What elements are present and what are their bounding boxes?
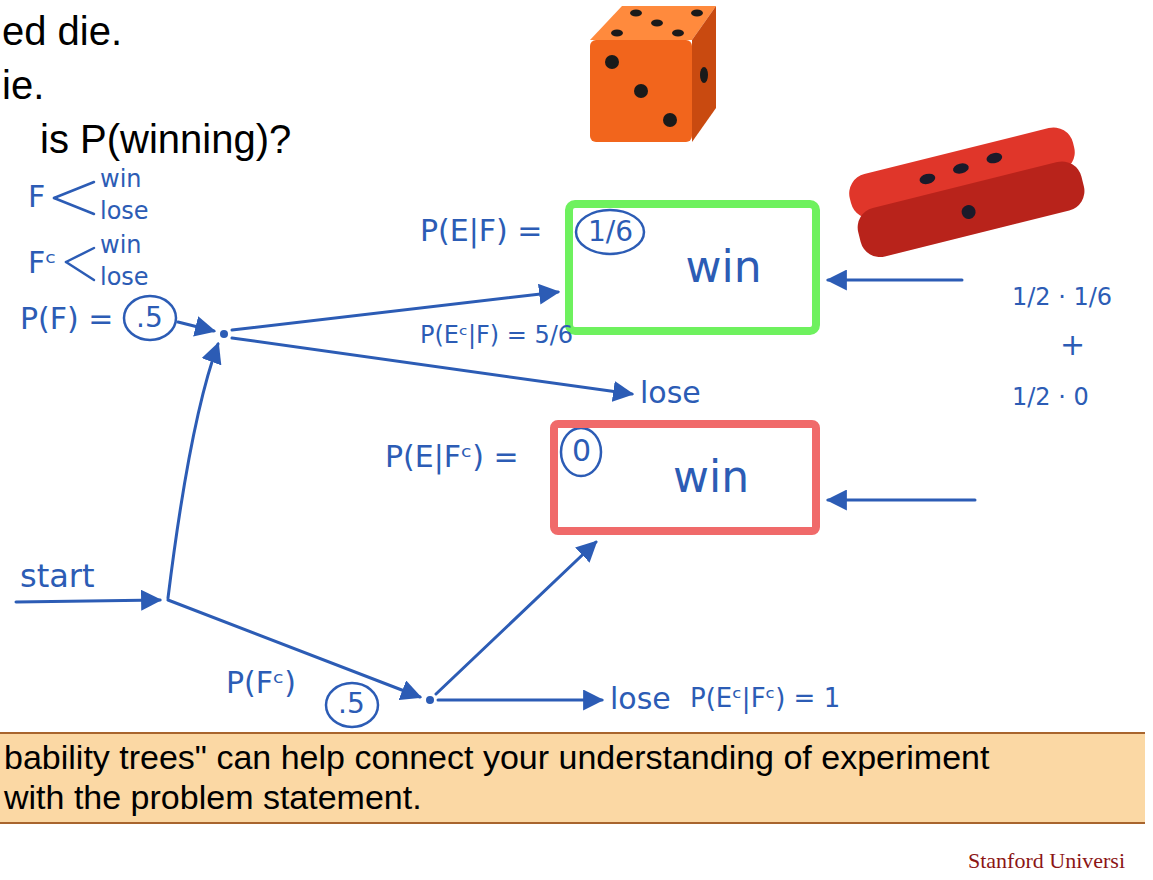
value-circle bbox=[326, 683, 378, 727]
formula-note: + bbox=[1060, 328, 1085, 363]
formula-note: 1/2 · 0 bbox=[1012, 384, 1089, 412]
probability-note: P(E|Fᶜ) = bbox=[385, 440, 519, 475]
value-circle bbox=[576, 210, 644, 254]
outcome-note: lose bbox=[100, 198, 149, 226]
event-name: F bbox=[28, 180, 45, 215]
die-face bbox=[590, 40, 692, 142]
node-text: win bbox=[685, 242, 761, 293]
die-face bbox=[853, 157, 1088, 261]
probability-note: P(F) = bbox=[20, 302, 113, 337]
tree-branch bbox=[436, 542, 596, 694]
probability-note: P(Eᶜ|F) = 5/6 bbox=[420, 322, 573, 350]
slide-text: ed die. bbox=[2, 8, 122, 54]
node-text: bability trees" can help connect your un… bbox=[4, 737, 994, 817]
die-pip bbox=[630, 10, 642, 17]
die-pip bbox=[611, 30, 623, 37]
tree-branch bbox=[178, 322, 214, 331]
die-pip bbox=[700, 67, 708, 83]
die-pip bbox=[691, 10, 703, 17]
tree-dot bbox=[426, 696, 434, 704]
event-name: Fᶜ bbox=[28, 246, 56, 281]
outcome-note: lose bbox=[100, 264, 149, 292]
branch-mark bbox=[66, 262, 94, 280]
slide-text: ie. bbox=[2, 62, 44, 108]
outcome-note: lose bbox=[610, 682, 671, 717]
red-die bbox=[845, 123, 1089, 261]
value-circle bbox=[124, 296, 176, 340]
probability-value: .5 bbox=[136, 302, 163, 334]
tree-dot bbox=[220, 330, 228, 338]
probability-value: .5 bbox=[338, 688, 365, 720]
orange-die bbox=[590, 6, 716, 142]
value-circle bbox=[561, 428, 601, 476]
probability-note: P(Fᶜ) bbox=[226, 666, 296, 701]
die-pip bbox=[605, 55, 619, 69]
formula-note: 1/2 · 1/6 bbox=[1012, 284, 1112, 312]
outcome-note: win bbox=[100, 166, 142, 194]
probability-value: 1/6 bbox=[588, 216, 633, 248]
probability-note: P(Eᶜ|Fᶜ) = 1 bbox=[690, 684, 840, 714]
outcome-note: win bbox=[100, 232, 142, 260]
die-pip bbox=[634, 84, 648, 98]
start-note: start bbox=[20, 558, 95, 595]
probability-note: P(E|F) = bbox=[420, 214, 543, 249]
tree-branch bbox=[168, 344, 218, 598]
slide-question: is P(winning)? bbox=[40, 116, 291, 162]
outcome-note: lose bbox=[640, 376, 701, 411]
die-pip bbox=[918, 172, 936, 186]
die-pip bbox=[672, 30, 684, 37]
node-text: win bbox=[673, 452, 749, 503]
die-pip bbox=[952, 162, 970, 176]
takeaway-band: bability trees" can help connect your un… bbox=[0, 732, 1145, 824]
branch-mark bbox=[54, 182, 94, 198]
footer-text: Stanford Universi bbox=[968, 848, 1125, 873]
pointer-arrow bbox=[828, 499, 975, 502]
tree-branch bbox=[438, 699, 602, 702]
tree-branch bbox=[16, 600, 160, 602]
die-face bbox=[692, 6, 716, 142]
die-pip bbox=[651, 20, 663, 27]
die-pip bbox=[663, 113, 677, 127]
die-pip bbox=[985, 151, 1003, 165]
pointer-arrow bbox=[828, 279, 962, 282]
branch-mark bbox=[66, 248, 94, 262]
branch-mark bbox=[54, 198, 94, 214]
probability-value: 0 bbox=[572, 434, 591, 469]
die-pip bbox=[960, 203, 977, 220]
